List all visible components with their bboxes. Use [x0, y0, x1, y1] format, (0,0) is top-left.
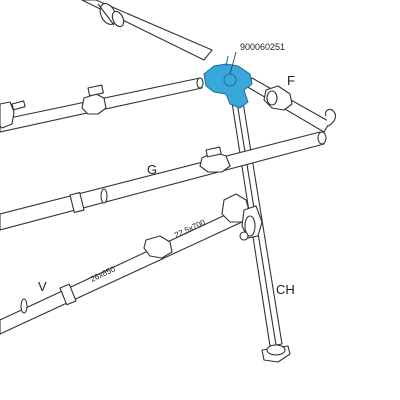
clamp-g — [199, 146, 231, 173]
top-left-tube — [81, 0, 213, 61]
tube-g — [0, 131, 327, 231]
clamp-left-edge — [0, 100, 26, 129]
clamp-v-upper — [143, 235, 173, 259]
label-v: V — [38, 279, 47, 294]
tube-joint-v — [20, 283, 77, 314]
part-number-leader — [229, 51, 237, 75]
clamp-right-f — [263, 85, 293, 111]
highlighted-connector[interactable] — [203, 55, 253, 109]
clamp-left-mid — [81, 84, 107, 115]
clamp-ch-junction — [221, 193, 263, 241]
label-g: G — [147, 162, 157, 177]
left-upper-tube — [0, 77, 204, 133]
tube-v — [0, 209, 243, 335]
tube-joint-g — [69, 188, 108, 214]
part-number-label: 900060251 — [240, 42, 285, 52]
label-f: F — [287, 73, 295, 88]
label-ch: CH — [276, 282, 295, 297]
right-tube-f — [245, 77, 337, 133]
end-hook — [324, 108, 337, 127]
